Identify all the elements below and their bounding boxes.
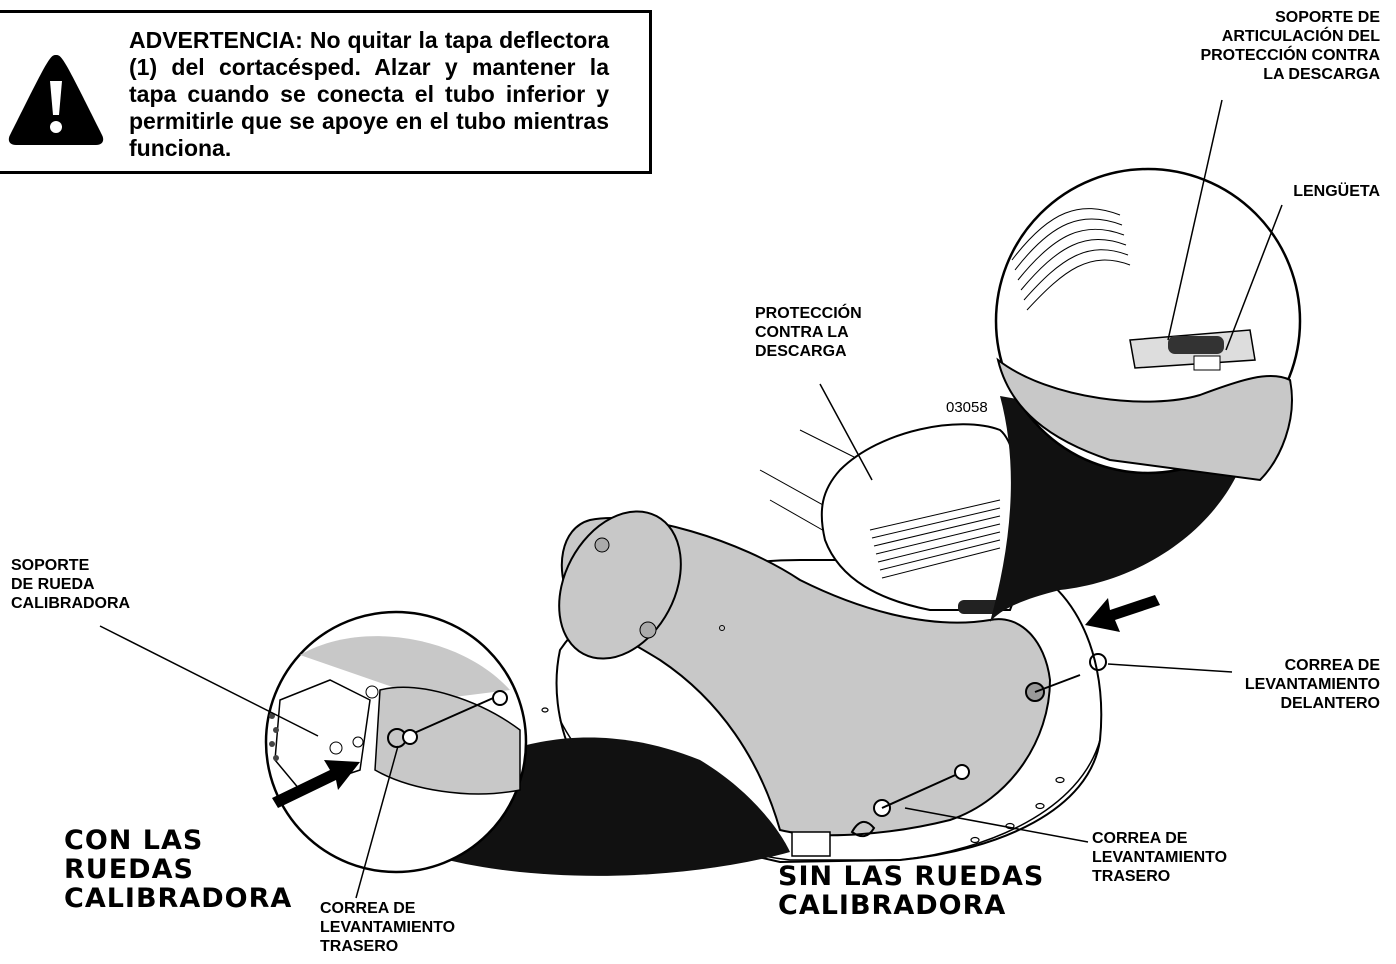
figure-number: 03058 [946,399,988,416]
front-lift-strap [1025,653,1107,702]
hinge-bracket-bottom [791,831,831,857]
hinge-spring [958,600,1002,614]
detail-circle-right [994,167,1302,482]
tube-bolt-2 [639,621,657,639]
label-lengueta: LENGÜETA [1293,183,1380,200]
label-soporte-rueda: SOPORTE DE RUEDA CALIBRADORA [11,557,131,612]
deck-holes [541,707,1065,844]
heading-con-ruedas: CON LAS RUEDAS CALIBRADORA [64,825,293,914]
tube-hole [719,625,725,631]
detail-circle-left [264,610,528,874]
tube-bolt-1 [594,537,610,553]
heading-sin-ruedas: SIN LAS RUEDAS CALIBRADORA [778,861,1045,921]
label-correa-delantero: CORREA DE LEVANTAMIENTO DELANTERO [1244,657,1380,712]
label-correa-trasero-right: CORREA DE LEVANTAMIENTO TRASERO [1092,830,1228,885]
warning-triangle-icon [8,55,104,145]
tube-opening [558,510,682,660]
warning-box: ADVERTENCIA: No quitar la tapa deflector… [0,10,652,174]
arrow-front-strap [1085,595,1160,632]
label-soporte-articulacion: SOPORTE DE ARTICULACIÓN DEL PROTECCIÓN C… [1200,9,1380,83]
leader-lines [99,99,1283,899]
chute-ribs [869,499,1001,579]
label-correa-trasero-left: CORREA DE LEVANTAMIENTO TRASERO [320,900,456,955]
label-proteccion-descarga: PROTECCIÓN CONTRA LA DESCARGA [755,305,862,360]
warning-text: ADVERTENCIA: No quitar la tapa deflector… [129,27,609,161]
rear-lift-strap-right [850,764,970,838]
